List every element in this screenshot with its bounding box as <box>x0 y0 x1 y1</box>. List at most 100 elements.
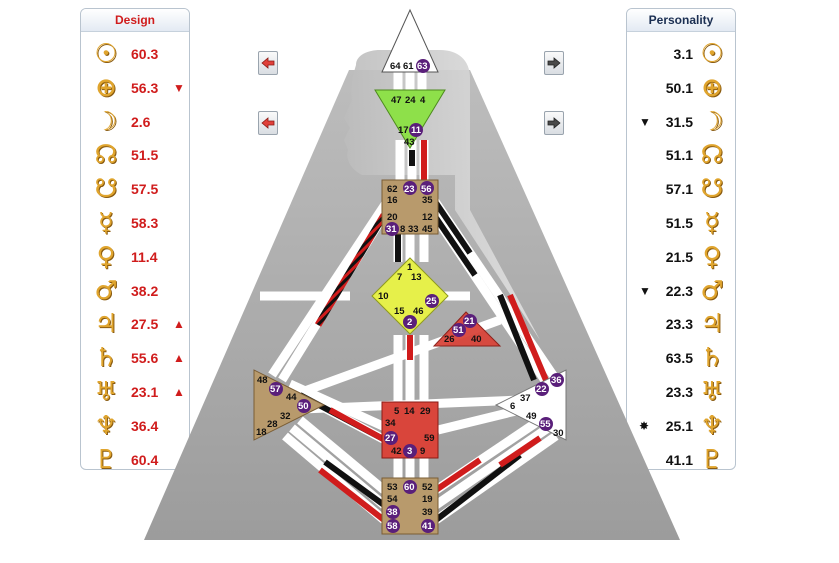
personality-row-mars[interactable]: ♂22.3▼ <box>627 274 735 308</box>
gate-28: 28 <box>267 419 278 430</box>
design-row-pluto[interactable]: ♇60.4 <box>81 443 189 469</box>
personality-value: 57.1 <box>665 181 693 198</box>
design-row-earth[interactable]: ⊕56.3▼ <box>81 71 189 105</box>
design-value: 60.3 <box>131 46 159 62</box>
personality-value: 21.5 <box>665 248 693 265</box>
design-row-venus[interactable]: ♀11.4 <box>81 240 189 274</box>
gate-56: 56 <box>421 184 432 195</box>
gate-45: 45 <box>422 224 433 235</box>
gate-60-marker <box>403 480 417 494</box>
gate-27-marker <box>384 431 398 445</box>
personality-row-saturn[interactable]: ♄63.5 <box>627 341 735 375</box>
personality-value: 22.3 <box>665 282 693 299</box>
design-row-mercury[interactable]: ☿58.3 <box>81 206 189 240</box>
gate-23: 23 <box>404 184 415 195</box>
gate-64: 64 <box>390 61 401 72</box>
design-row-saturn[interactable]: ♄55.6▲ <box>81 341 189 375</box>
uranus-icon: ♅ <box>94 377 118 407</box>
design-value: 23.1 <box>131 384 159 400</box>
design-prev-button-2[interactable] <box>258 111 278 135</box>
design-row-north-node[interactable]: ☊51.5 <box>81 138 189 172</box>
personality-row-jupiter[interactable]: ♃23.3 <box>627 307 735 341</box>
personality-row-venus[interactable]: ♀21.5 <box>627 240 735 274</box>
g-center[interactable] <box>371 257 449 335</box>
gate-11: 11 <box>411 125 422 136</box>
gate-38: 38 <box>387 507 398 518</box>
design-row-uranus[interactable]: ♅23.1▲ <box>81 375 189 409</box>
north-node-icon: ☊ <box>94 140 118 171</box>
design-row-south-node[interactable]: ☋57.5 <box>81 172 189 206</box>
personality-next-button-2[interactable] <box>544 111 564 135</box>
personality-row-sun[interactable]: ☉ 3.1 <box>627 37 735 71</box>
gate-21: 21 <box>464 316 475 327</box>
gate-61: 61 <box>403 61 414 72</box>
design-value: 36.4 <box>131 417 159 434</box>
gate-57: 57 <box>270 384 281 395</box>
gate-31-marker <box>385 222 399 236</box>
fixing-marker-icon: ▼ <box>173 80 185 95</box>
arrow-left-icon <box>261 117 275 129</box>
gate-46: 46 <box>413 306 424 317</box>
personality-row-north-node[interactable]: ☊51.1 <box>627 138 735 172</box>
personality-row-mercury[interactable]: ☿51.5 <box>627 206 735 240</box>
personality-row-south-node[interactable]: ☋ 57.1 <box>627 172 735 206</box>
earth-icon: ⊕ <box>95 72 117 103</box>
design-value: 11.4 <box>131 248 158 265</box>
personality-value: 41.1 <box>665 451 693 468</box>
design-row-jupiter[interactable]: ♃27.5▲ <box>81 307 189 341</box>
fixing-marker-icon: ▼ <box>639 114 651 129</box>
personality-value: 63.5 <box>665 350 693 367</box>
personality-row-earth[interactable]: ⊕50.1 <box>627 71 735 105</box>
gate-59: 59 <box>424 433 435 444</box>
design-row-mars[interactable]: ♂38.2 <box>81 274 189 308</box>
heart-center[interactable] <box>432 311 502 347</box>
sun-icon: ☉ <box>94 39 118 69</box>
gate-13: 13 <box>411 272 422 283</box>
gate-4: 4 <box>420 95 426 106</box>
gate-48: 48 <box>257 375 268 386</box>
gate-22-marker <box>535 382 549 396</box>
jupiter-icon: ♃ <box>700 309 724 340</box>
head-center[interactable] <box>381 8 439 73</box>
south-node-icon: ☋ <box>700 174 724 205</box>
moon-icon: ☽ <box>700 106 724 137</box>
gate-20: 20 <box>387 212 398 223</box>
ajna-center[interactable] <box>374 89 446 149</box>
sun-icon: ☉ <box>700 39 724 69</box>
design-value: 27.5 <box>131 316 159 333</box>
personality-title: Personality <box>627 9 735 32</box>
design-row-sun[interactable]: ☉ 60.3 <box>81 37 189 71</box>
design-row-moon[interactable]: ☽2.6 <box>81 105 189 139</box>
gate-62: 62 <box>387 184 398 195</box>
gate-5: 5 <box>394 406 400 417</box>
personality-value: 25.1 <box>665 417 693 434</box>
personality-value: 51.5 <box>665 215 693 231</box>
gate-32: 32 <box>280 411 291 422</box>
gate-51-marker <box>452 323 466 337</box>
gate-16: 16 <box>387 195 398 206</box>
gate-63-marker <box>416 59 430 73</box>
personality-row-pluto[interactable]: ♇41.1 <box>627 443 735 469</box>
gate-11-marker <box>409 123 423 137</box>
gate-17: 17 <box>398 125 409 136</box>
personality-value: 3.1 <box>673 46 693 62</box>
gate-36: 36 <box>551 375 562 386</box>
gate-25: 25 <box>426 296 437 307</box>
gate-54: 54 <box>387 494 398 505</box>
design-row-neptune[interactable]: ♆36.4 <box>81 409 189 443</box>
personality-row-neptune[interactable]: ♆25.1✸ <box>627 409 735 443</box>
personality-value: 31.5 <box>665 113 693 130</box>
arrow-right-icon <box>547 57 561 69</box>
personality-next-button-1[interactable] <box>544 51 564 75</box>
gate-42: 42 <box>391 446 402 457</box>
head-silhouette <box>344 50 540 340</box>
design-prev-button-1[interactable] <box>258 51 278 75</box>
gate-33: 33 <box>408 224 419 235</box>
personality-row-moon[interactable]: ☽ 31.5 ▼ <box>627 105 735 139</box>
fixing-marker-icon: ▲ <box>173 351 185 366</box>
saturn-icon: ♄ <box>94 343 118 374</box>
gate-3: 3 <box>407 446 412 457</box>
personality-row-uranus[interactable]: ♅23.3 <box>627 375 735 409</box>
arrow-right-icon <box>547 117 561 129</box>
gate-41-marker <box>421 519 435 533</box>
